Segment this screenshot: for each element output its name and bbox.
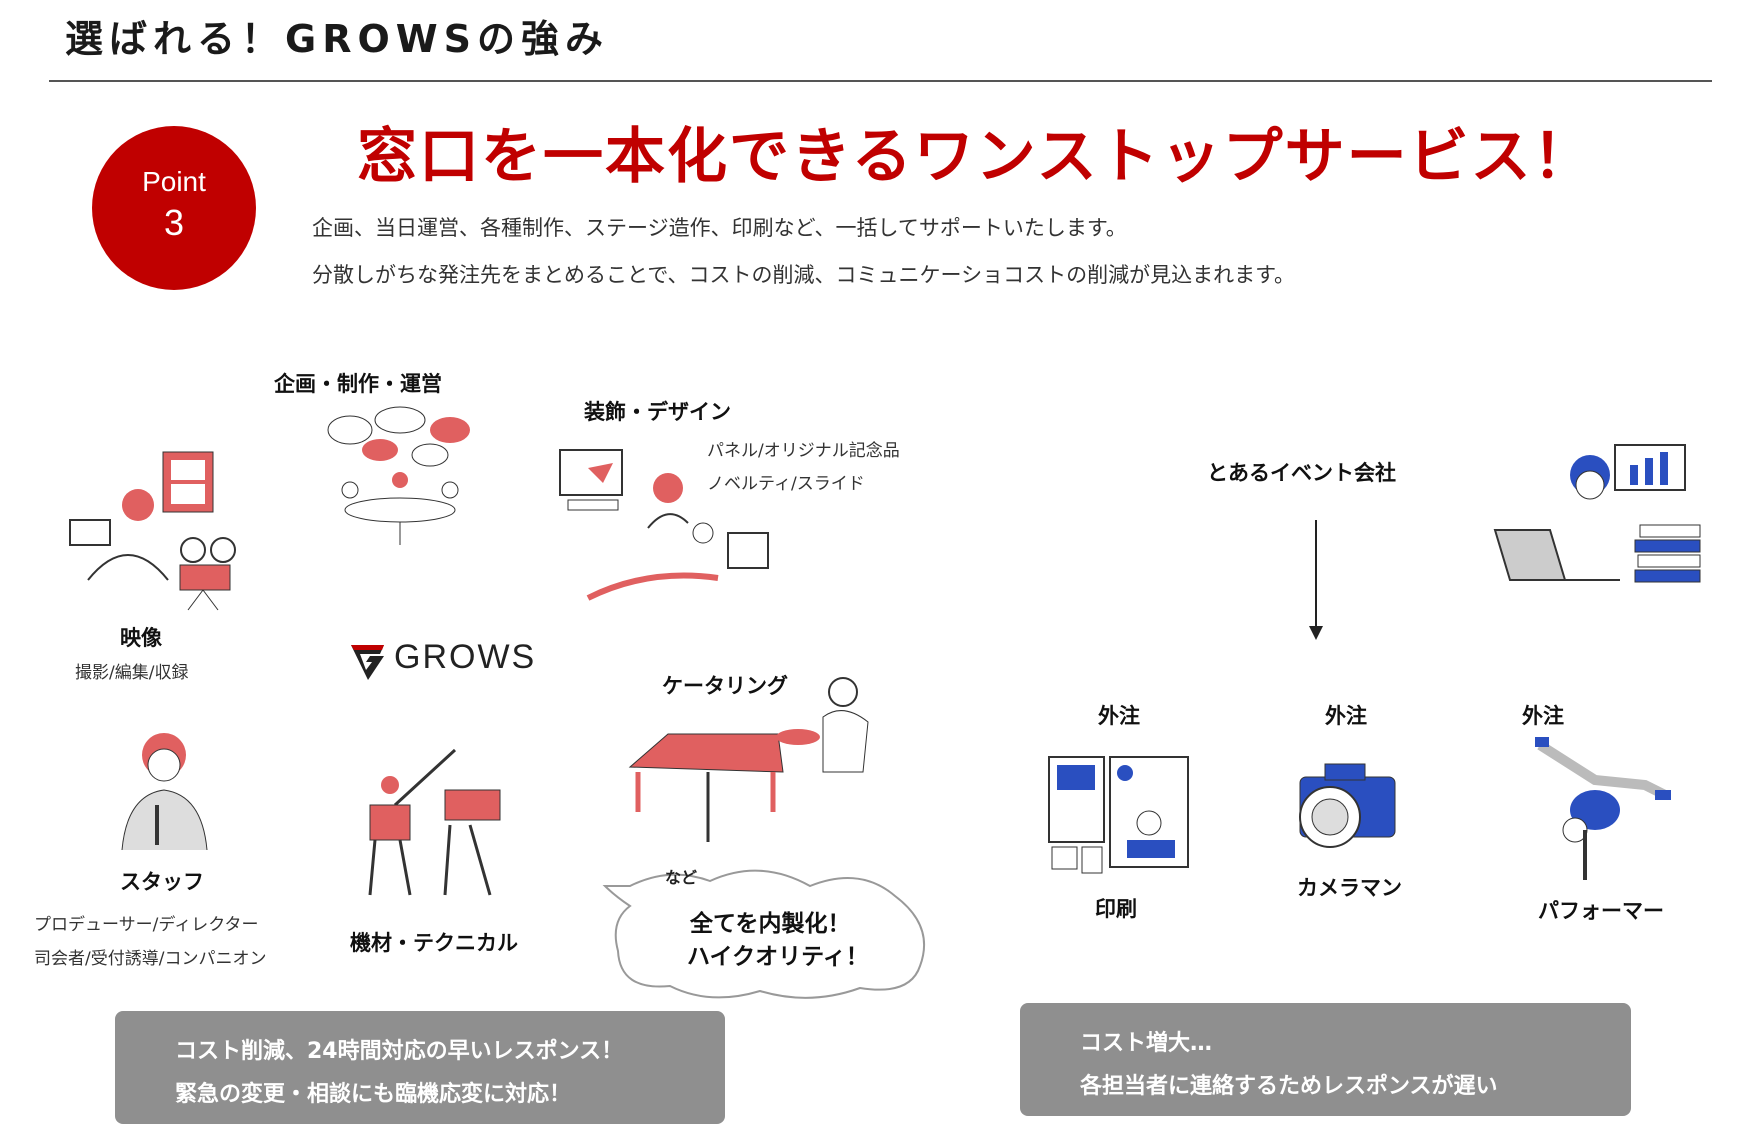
- outsource-label-print: 外注: [1098, 704, 1140, 728]
- vendor-cameraman: カメラマン: [1297, 876, 1402, 900]
- title-divider: [49, 80, 1712, 82]
- equipment-illustration: [368, 748, 501, 896]
- description-line-1: 企画、当日運営、各種制作、ステージ造作、印刷など、一括してサポートいたします。: [312, 216, 1127, 240]
- point-badge: Point 3: [92, 126, 256, 290]
- label-event-company: とあるイベント会社: [1207, 461, 1396, 485]
- outsource-label-performer: 外注: [1522, 704, 1564, 728]
- label-catering: ケータリング: [662, 674, 788, 698]
- grows-summary-box: コスト削減、24時間対応の早いレスポンス！ 緊急の変更・相談にも臨機応変に対応！: [115, 1011, 725, 1124]
- label-video: 映像: [120, 626, 162, 650]
- down-arrow-icon: [1309, 520, 1323, 640]
- page-title: 選ばれる！GROWSの強み: [65, 17, 610, 61]
- point-number: 3: [163, 202, 185, 243]
- video-illustration: [69, 451, 236, 611]
- speech-bubble: [602, 869, 926, 999]
- bubble-line-1: 全てを内製化！: [690, 911, 851, 937]
- staff-illustration: [121, 733, 208, 851]
- grows-logo-text: GROWS: [394, 638, 537, 676]
- planning-meeting-illustration: [327, 406, 470, 545]
- decoration-detail-2: ノベルティ/スライド: [707, 474, 865, 494]
- print-illustration: [1048, 756, 1189, 874]
- video-detail: 撮影/編集/収録: [75, 663, 189, 683]
- label-staff: スタッフ: [120, 870, 204, 894]
- catering-illustration: [628, 677, 869, 842]
- label-planning: 企画・制作・運営: [274, 372, 442, 396]
- performer-illustration: [1535, 737, 1671, 880]
- decoration-detail-1: パネル/オリジナル記念品: [707, 441, 900, 461]
- grows-summary-line-2: 緊急の変更・相談にも臨機応変に対応！: [175, 1082, 572, 1107]
- point-label: Point: [142, 166, 206, 197]
- grows-logo-icon: [351, 645, 384, 680]
- grows-summary-line-1: コスト削減、24時間対応の早いレスポンス！: [175, 1039, 624, 1064]
- etc-label: など: [665, 868, 698, 887]
- bubble-line-2: ハイクオリティ！: [687, 944, 869, 970]
- vendor-print: 印刷: [1095, 897, 1137, 921]
- busy-worker-illustration: [1493, 444, 1701, 583]
- other-summary-box: コスト増大… 各担当者に連絡するためレスポンスが遅い: [1020, 1003, 1631, 1116]
- other-summary-line-2: 各担当者に連絡するためレスポンスが遅い: [1080, 1074, 1498, 1099]
- staff-detail-2: 司会者/受付誘導/コンパニオン: [34, 949, 267, 969]
- label-equipment: 機材・テクニカル: [350, 931, 518, 955]
- camera-illustration: [1299, 763, 1396, 848]
- vendor-performer: パフォーマー: [1538, 899, 1664, 923]
- outsource-label-camera: 外注: [1325, 704, 1367, 728]
- label-decoration: 装飾・デザイン: [584, 400, 731, 424]
- design-illustration: [559, 449, 769, 601]
- staff-detail-1: プロデューサー/ディレクター: [34, 915, 259, 935]
- headline: 窓口を一本化できるワンストップサービス！: [357, 122, 1595, 192]
- other-summary-line-1: コスト増大…: [1080, 1031, 1213, 1056]
- description-line-2: 分散しがちな発注先をまとめることで、コストの削減、コミュニケーショコストの削減が…: [312, 263, 1296, 287]
